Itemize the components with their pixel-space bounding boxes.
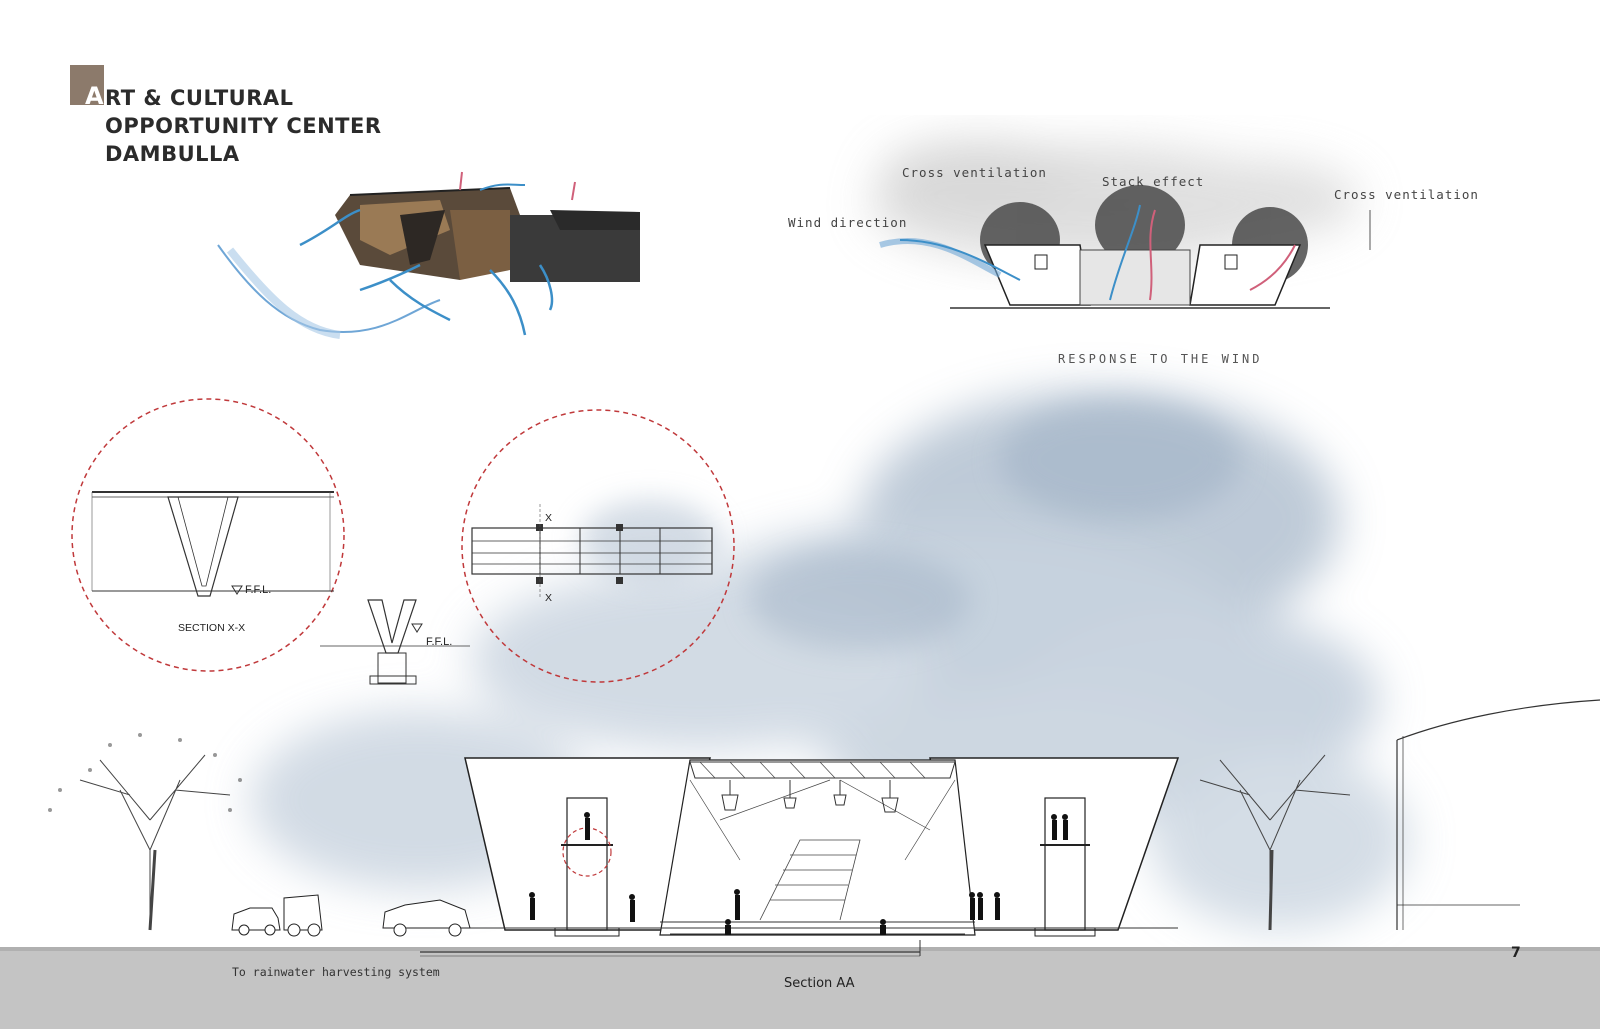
label-cross-ventilation-left: Cross ventilation (902, 165, 1047, 180)
label-cross-ventilation-right: Cross ventilation (1334, 187, 1479, 202)
detail-circle-section-xx (71, 398, 345, 672)
title-initial-letter: A (85, 82, 104, 110)
ground-band (0, 947, 1600, 1029)
page-number: 7 (1511, 945, 1521, 961)
title-line-2: OPPORTUNITY CENTER (105, 114, 382, 138)
wind-diagram-caption: RESPONSE TO THE WIND (1058, 352, 1263, 366)
ffl-label-1: F.F.L. (245, 584, 272, 596)
ffl-label-2: F.F.L. (426, 636, 453, 648)
title-line-3: DAMBULLA (105, 142, 240, 166)
label-stack-effect: Stack effect (1102, 174, 1205, 189)
marker-x-top: X (545, 512, 553, 524)
rainwater-harvesting-label: To rainwater harvesting system (232, 965, 440, 979)
title-accent-square (70, 65, 104, 105)
section-aa-drawing (48, 699, 1600, 957)
marker-x-bottom: X (545, 592, 553, 604)
label-wind-direction: Wind direction (788, 215, 908, 230)
wind-flow-3d-model (217, 171, 640, 339)
section-aa-label: Section AA (784, 976, 855, 991)
wind-response-diagram (879, 185, 1371, 309)
section-xx-label: SECTION X-X (178, 622, 246, 634)
title-line-1: RT & CULTURAL (105, 86, 294, 110)
column-foundation-detail (320, 599, 470, 685)
detail-circle-elevation (461, 409, 735, 683)
